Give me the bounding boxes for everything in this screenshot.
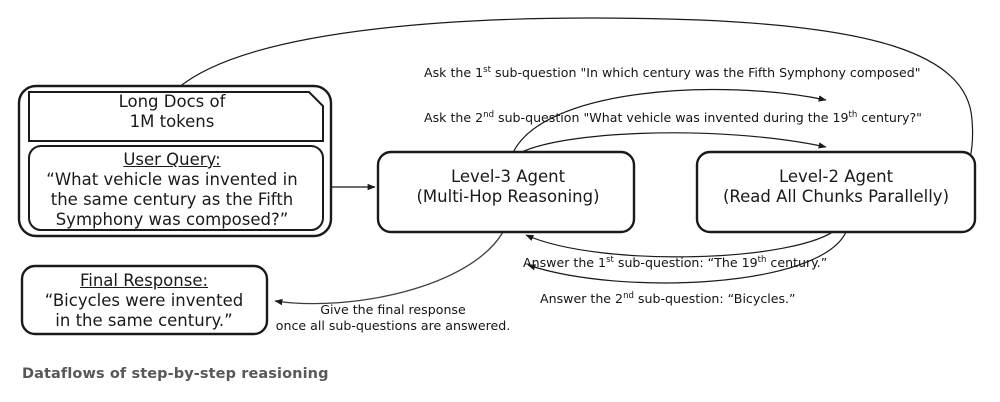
answer-2-pre: Answer the 2 xyxy=(540,291,624,306)
ask-2-century-suffix: th xyxy=(848,109,858,120)
ask-2-pre: Ask the 2 xyxy=(424,110,484,125)
answer-1-mid: sub-question: “The 19 xyxy=(613,255,758,270)
answer-1-pre: Answer the 1 xyxy=(523,255,607,270)
edge-answer-first-subquestion xyxy=(525,227,839,258)
edge-label-final-response: Give the final response once all sub-que… xyxy=(268,302,518,333)
ask-2-ordinal-suffix: nd xyxy=(483,109,494,120)
level3-agent-box[interactable] xyxy=(376,150,636,234)
final-response-box[interactable] xyxy=(20,264,269,336)
edge-label-ask-second-subquestion: Ask the 2nd sub-question "What vehicle w… xyxy=(424,110,922,126)
ask-1-post: sub-question "In which century was the F… xyxy=(490,65,921,80)
edge-level3-to-final-response xyxy=(274,231,504,306)
answer-1-post: century.” xyxy=(766,255,828,270)
ask-2-post: century?" xyxy=(857,110,922,125)
edge-label-answer-second-subquestion: Answer the 2nd sub-question: “Bicycles.” xyxy=(540,291,796,307)
ask-1-ordinal-suffix: st xyxy=(483,64,491,75)
edge-ask-first-subquestion xyxy=(511,88,827,156)
figure-caption: Dataflows of step-by-step reasioning xyxy=(22,366,329,382)
edge-label-answer-first-subquestion: Answer the 1st sub-question: “The 19th c… xyxy=(523,255,827,271)
long-docs-box[interactable] xyxy=(28,91,324,142)
level2-agent-box[interactable] xyxy=(695,150,977,234)
final-edge-line-2: once all sub-questions are answered. xyxy=(275,317,511,333)
answer-1-century-suffix: th xyxy=(757,254,767,265)
edge-longdocs-to-level2 xyxy=(177,17,974,187)
answer-2-post: sub-question: “Bicycles.” xyxy=(633,291,796,306)
edge-ask-second-subquestion xyxy=(511,132,827,159)
user-query-box[interactable] xyxy=(28,145,324,231)
ask-1-pre: Ask the 1 xyxy=(424,65,484,80)
final-edge-line-1: Give the final response xyxy=(320,302,466,317)
edge-answer-second-subquestion xyxy=(527,231,847,284)
answer-2-ordinal-suffix: nd xyxy=(623,290,634,301)
answer-1-ordinal-suffix: st xyxy=(606,254,614,265)
ask-2-mid: sub-question "What vehicle was invented … xyxy=(494,110,849,125)
edge-label-ask-first-subquestion: Ask the 1st sub-question "In which centu… xyxy=(424,65,921,81)
